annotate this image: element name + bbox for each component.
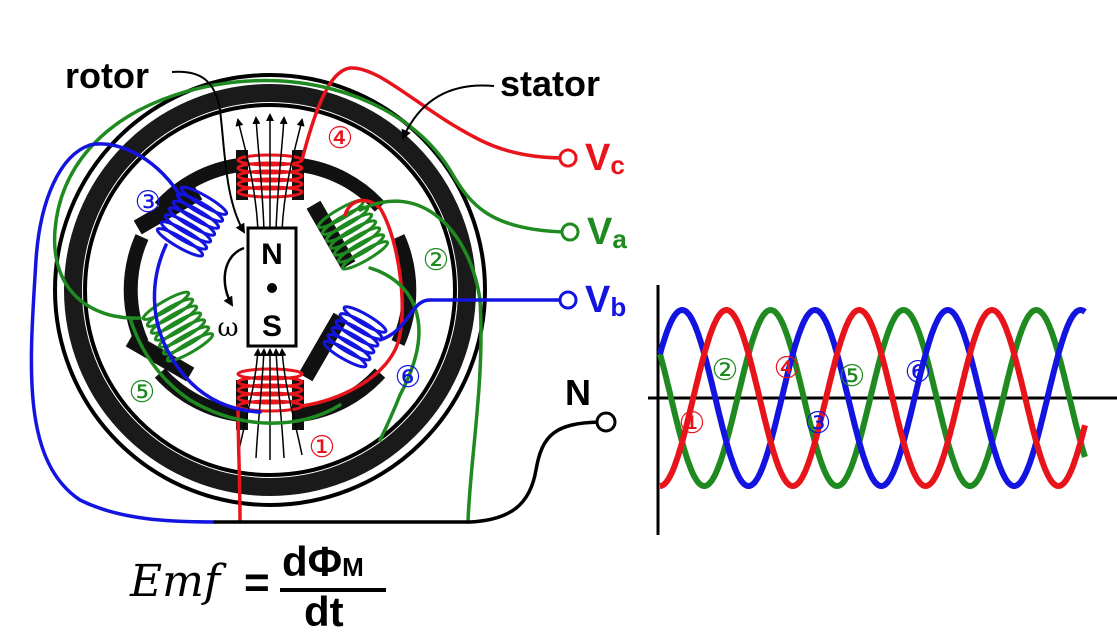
emf-denominator: dt (304, 588, 344, 635)
wave-label-4: ④ (774, 351, 801, 386)
rotor-magnet (246, 226, 298, 348)
waveform-series-c (659, 307, 1088, 490)
terminal-va-label: Va (587, 211, 627, 254)
wire-neutral (213, 420, 602, 524)
emf-lhs: Emf (130, 556, 221, 607)
waveform-chart: ② ④ ⑤ ⑥ ① ③ (648, 285, 1117, 535)
stator-ring (53, 73, 487, 507)
emf-equals: = (244, 558, 270, 607)
stator-pointer (401, 84, 495, 140)
stator-label: stator (500, 63, 600, 104)
wave-label-5: ⑤ (839, 359, 866, 394)
coil-label-2: ② (423, 243, 450, 278)
rotor-north-pole: N (261, 238, 283, 271)
rotor-label: rotor (65, 55, 149, 96)
terminal-neutral[interactable] (595, 411, 617, 433)
terminal-vc-label: Vc (585, 137, 625, 180)
terminal-va[interactable] (560, 222, 580, 242)
terminal-vb-label: Vb (585, 279, 626, 322)
flux-lines (235, 113, 305, 460)
wave-label-2: ② (712, 353, 739, 388)
coil-label-4: ④ (327, 121, 354, 156)
inner-pole-ring (123, 158, 417, 422)
emf-numerator-main: dΦ (282, 538, 343, 585)
coil-5 (141, 290, 215, 363)
omega-label: ω (217, 313, 238, 343)
terminal-vc[interactable] (558, 148, 578, 168)
emf-fraction-bar (280, 588, 386, 592)
wave-label-1: ① (679, 406, 706, 441)
coil-3 (155, 185, 229, 258)
rotation-arrow (223, 246, 245, 307)
coil-label-1: ① (309, 430, 336, 465)
wire-phase-a (52, 78, 568, 524)
terminal-vb[interactable] (558, 290, 578, 310)
emf-numerator: dΦM (282, 540, 364, 589)
emf-numerator-sub: M (342, 552, 364, 582)
coil-label-6: ⑥ (395, 360, 422, 395)
wave-label-3: ③ (805, 406, 832, 441)
coil-label-3: ③ (135, 185, 162, 220)
coil-label-5: ⑤ (129, 375, 156, 410)
coil-2 (316, 198, 390, 271)
neutral-label: N (565, 372, 591, 413)
wave-label-6: ⑥ (905, 355, 932, 390)
waveform-series-b (657, 306, 1087, 489)
rotor-pointer (171, 70, 246, 234)
wire-phase-b (29, 142, 568, 524)
rotor-south-pole: S (262, 310, 282, 343)
